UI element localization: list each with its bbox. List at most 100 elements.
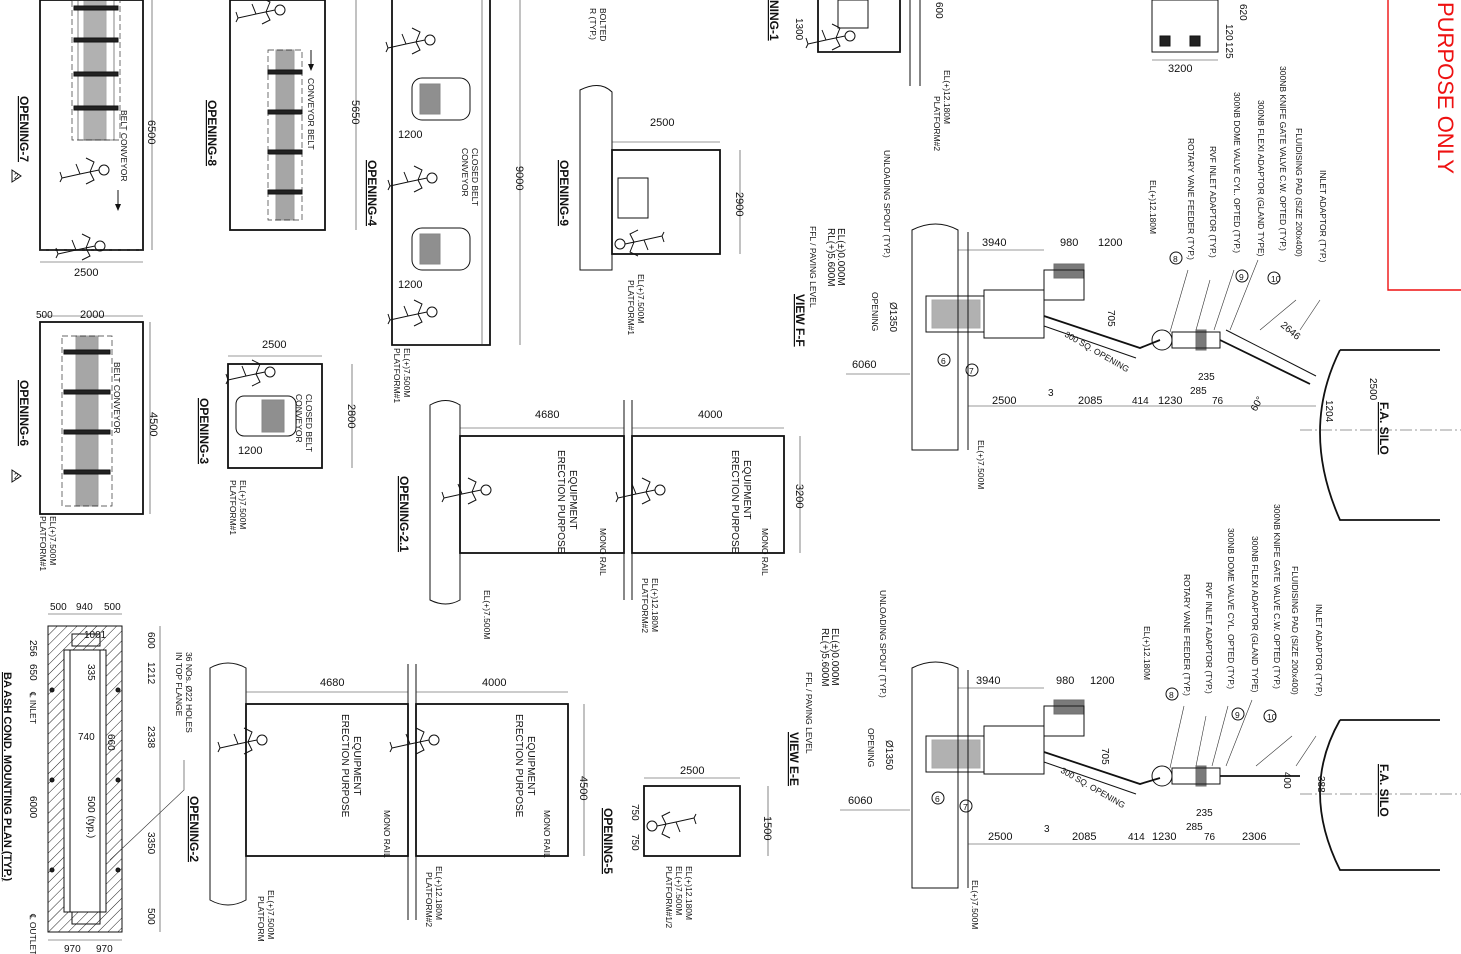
mp-d970b: 970 [96,944,113,954]
o2-eq-b2: ERECTION PURPOSE [513,714,524,818]
o21-dim-b: 4000 [698,409,722,421]
o3-dim-a: 1200 [238,445,262,457]
o8-title: OPENING-8 [205,100,219,166]
o4-label-b: CONVEYOR [460,148,470,197]
o7-dim-width: 2500 [74,267,98,279]
top-d125: 125 [1223,42,1234,59]
vff-silo: F.A. SILO [1377,402,1391,455]
o4-label-a: CLOSED BELT [470,148,480,206]
vee-bubble-9: 9 [1235,710,1240,720]
opening-7: BELT CONVEYOR 6500 2500 OPENING-7 2 [11,0,157,279]
vff-note-2: FLUIDISING PAD (SIZE 200x400) [1294,128,1304,257]
mp-d335: 335 [85,664,96,681]
o1-title: NING-1 [767,0,781,41]
mp-d3350: 3350 [145,832,156,855]
mp-inlet: ℄ INLET [28,691,38,724]
stamp-purpose-only: PURPOSE ONLY [1387,0,1461,291]
vee-d414: 414 [1128,832,1145,843]
vff-title: VIEW F-F [793,294,807,347]
vee-bubble-6: 6 [935,794,940,804]
o2-platform-b: PLATFORM#2 [424,872,434,927]
vee-d3: 3 [1044,824,1050,835]
vee-d1200: 1200 [1090,675,1114,687]
vee-bubble-10: 10 [1267,712,1277,722]
o2-dim-h: 4500 [577,776,589,800]
mounting-plan: 500 940 500 600 1212 2338 3350 500 256 6… [1,602,194,954]
o6-dim-len: 4500 [147,412,159,436]
vff-note-6: RVF INLET ADAPTOR (TYP.) [1208,146,1218,258]
o21-el-b: EL(+)12.180M [650,578,660,632]
o21-dim-h: 3200 [793,484,805,508]
vff-opening: OPENING [870,292,880,331]
o7-title: OPENING-7 [17,96,31,162]
top-d600: 600 [933,2,944,19]
o9-dim-h: 2900 [733,192,745,216]
o5-title: OPENING-5 [601,808,615,874]
opening-3: 2500 CLOSED BELT CONVEYOR 1200 2800 OPEN… [197,339,357,535]
vff-d414: 414 [1132,396,1149,407]
o5-el-b: EL(+)7.500M [674,866,684,915]
vee-el-b: RL(+)5.600M [819,628,830,687]
o2-mono-2: MONO RAIL [542,810,552,858]
vee-silo: F.A. SILO [1377,764,1391,817]
vee-el-d: EL(+)7.500M [970,880,980,929]
opening-2: 4680 4000 EQUIPMENT ERECTION PURPOSE EQU… [187,662,589,942]
vff-bubble-10: 10 [1271,274,1281,284]
opening-5: 2500 1500 750 750 OPENING-5 EL(+)12.180M… [601,765,773,928]
mp-holes-b: IN TOP FLANGE [174,652,184,717]
bolted-note-2: R (TYP.) [588,8,598,40]
mp-d6000: 6000 [27,796,38,819]
o21-eq-a: EQUIPMENT [567,470,578,529]
o7-belt-label: BELT CONVEYOR [119,110,129,181]
o2-platform-a: PLATFORM [256,896,266,942]
vee-dia: Ø1350 [883,740,894,770]
vee-spout: UNLOADING SPOUT (TYP.) [878,590,888,698]
o21-dim-a: 4680 [535,409,559,421]
o2-dim-a: 4680 [320,677,344,689]
vff-bubble-9: 9 [1239,272,1244,282]
opening-4: 1200 1200 CLOSED BELT CONVEYOR 9000 OPEN… [365,0,525,403]
vee-d235: 235 [1196,808,1213,819]
vff-bubble-7: 7 [969,366,974,376]
vee-note-3: 300NB KNIFE GATE VALVE C.W. OPTED (TYP.) [1272,504,1282,689]
vee-el-c: EL(+)12.180M [1142,626,1152,680]
o4-platform: PLATFORM#1 [392,348,402,403]
vee-title: VIEW E-E [787,732,801,786]
o2-el-b: EL(+)12.180M [434,866,444,920]
vee-d2306: 2306 [1242,831,1266,843]
view-ff: VIEW F-F FFL / PAVING LEVEL EL(±)0.000M … [793,66,1461,521]
o2-el-a: EL(+)7.500M [266,890,276,939]
o2-mono-1: MONO RAIL [382,810,392,858]
vff-note-7: ROTARY VANE FEEDER (TYP.) [1186,138,1196,260]
vee-d76: 76 [1204,832,1216,843]
o4-dim-b: 1200 [398,279,422,291]
o3-el: EL(+)7.500M [238,480,248,529]
vee-d980: 980 [1056,675,1074,687]
o2-eq-a: EQUIPMENT [351,736,362,795]
o21-el-a: EL(+)7.500M [482,590,492,639]
o5-dim-a: 750 [629,804,640,821]
top-el: EL(+)12.180M [942,70,952,124]
o3-title: OPENING-3 [197,398,211,464]
o6-title: OPENING-6 [17,380,31,446]
mp-d600: 600 [145,632,156,649]
stamp-text: PURPOSE ONLY [1433,2,1458,174]
o9-el: EL(+)7.500M [636,274,646,323]
o5-dim-h: 1500 [761,816,773,840]
mp-d500typ: 500 (typ.) [85,796,96,838]
vff-el-b: RL(+)5.600M [825,228,836,287]
vee-el-a: EL(±)0.000M [829,628,840,686]
vee-note-2: FLUIDISING PAD (SIZE 200x400) [1290,566,1300,695]
o8-dim-length: 5650 [349,100,361,124]
o21-eq-b2: ERECTION PURPOSE [729,450,740,554]
vff-d2500b: 2500 [1367,378,1378,401]
mp-d740: 740 [78,732,95,743]
o6-dim-a: 500 [36,310,53,321]
vff-deg: 60° [1249,395,1266,414]
o2-eq-b: ERECTION PURPOSE [339,714,350,818]
o21-platform: PLATFORM#2 [640,578,650,633]
vff-d1230: 1230 [1158,395,1182,407]
o2-title: OPENING-2 [187,796,201,862]
o9-platform: PLATFORM#1 [626,280,636,335]
vee-d6060: 6060 [848,795,872,807]
